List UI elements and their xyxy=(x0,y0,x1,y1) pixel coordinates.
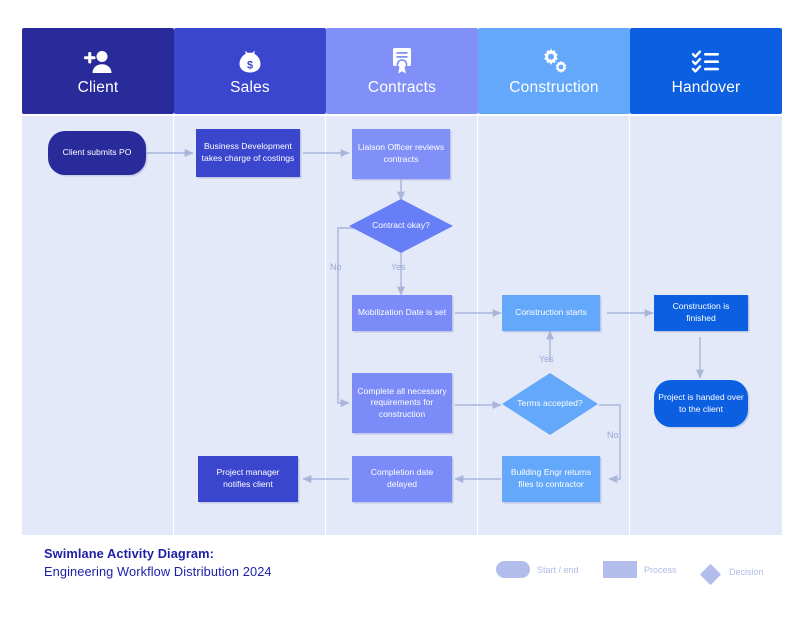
diagram-title: Swimlane Activity Diagram: Engineering W… xyxy=(44,546,272,579)
lane-title-sales: Sales xyxy=(230,79,270,96)
legend-item-start-end: Start / end xyxy=(496,561,579,578)
lane-header-client: Client xyxy=(22,28,174,114)
legend-label-decision: Decision xyxy=(729,567,764,577)
legend-swatch-start-end xyxy=(496,561,530,578)
diamond-shape xyxy=(502,373,598,435)
node-label: Construction is finished xyxy=(672,301,730,323)
lane-title-construction: Construction xyxy=(509,79,599,96)
edge-label-terms-yes: Yes xyxy=(539,354,554,364)
user-add-icon xyxy=(83,45,113,75)
lane-header-contracts: Contracts xyxy=(326,28,478,114)
node-business-development[interactable]: Business Development takes charge of cos… xyxy=(196,129,300,177)
node-project-manager-notifies[interactable]: Project manager notifies client xyxy=(198,456,298,502)
svg-text:$: $ xyxy=(247,60,253,72)
node-building-engr-returns[interactable]: Building Engr returns files to contracto… xyxy=(502,456,600,502)
title-line-1: Swimlane Activity Diagram: xyxy=(44,546,214,561)
lane-divider xyxy=(325,116,326,535)
node-project-handed-over[interactable]: Project is handed over to the client xyxy=(654,380,748,427)
gears-icon xyxy=(539,45,569,75)
node-label: Completion date delayed xyxy=(370,467,434,489)
swimlane-client[interactable]: Client xyxy=(22,28,174,535)
node-terms-accepted[interactable]: Terms accepted? xyxy=(502,373,598,435)
node-label: Building Engr returns files to contracto… xyxy=(510,467,592,489)
node-label: Project is handed over to the client xyxy=(658,391,744,414)
lane-divider xyxy=(477,116,478,535)
node-contract-okay[interactable]: Contract okay? xyxy=(349,199,453,253)
legend-label-process: Process xyxy=(644,564,677,575)
diamond-shape xyxy=(349,199,453,253)
lane-divider xyxy=(629,116,630,535)
checklist-icon xyxy=(691,45,721,75)
node-label: Contract okay? xyxy=(372,220,430,231)
lane-header-construction: Construction xyxy=(478,28,630,114)
edge-label-terms-no: No xyxy=(607,430,619,440)
edge-label-contract-no: No xyxy=(330,262,342,272)
lane-header-sales: $ Sales xyxy=(174,28,326,114)
swimlane-handover[interactable]: Handover xyxy=(630,28,782,535)
legend-label-start-end: Start / end xyxy=(537,564,579,575)
legend-item-process: Process xyxy=(603,561,677,578)
certificate-icon xyxy=(391,45,413,75)
money-bag-icon: $ xyxy=(237,45,263,75)
node-label: Terms accepted? xyxy=(517,398,583,409)
lane-title-client: Client xyxy=(77,79,119,96)
lane-title-handover: Handover xyxy=(671,79,741,96)
lane-title-contracts: Contracts xyxy=(367,79,437,96)
edge-label-contract-yes: Yes xyxy=(391,262,406,272)
node-construction-finished[interactable]: Construction is finished xyxy=(654,295,748,331)
node-label: Client submits PO xyxy=(62,147,132,158)
title-line-2: Engineering Workflow Distribution 2024 xyxy=(44,564,272,579)
node-complete-requirements[interactable]: Complete all necessary requirements for … xyxy=(352,373,452,433)
node-liaison-officer-reviews[interactable]: Liaison Officer reviews contracts xyxy=(352,129,450,179)
node-label: Project manager notifies client xyxy=(216,467,280,489)
node-label: Business Development takes charge of cos… xyxy=(201,141,295,163)
node-label: Liaison Officer reviews contracts xyxy=(357,142,445,164)
node-label: Construction starts xyxy=(515,307,587,318)
node-label: Complete all necessary requirements for … xyxy=(357,385,447,419)
lane-body-client xyxy=(22,116,174,535)
lane-header-handover: Handover xyxy=(630,28,782,114)
legend-item-decision: Decision xyxy=(699,561,764,585)
node-completion-delayed[interactable]: Completion date delayed xyxy=(352,456,452,502)
legend-swatch-process xyxy=(603,561,637,578)
node-label: Mobilization Date is set xyxy=(357,307,447,318)
legend-swatch-decision xyxy=(699,561,722,585)
node-mobilization-date[interactable]: Mobilization Date is set xyxy=(352,295,452,331)
node-construction-starts[interactable]: Construction starts xyxy=(502,295,600,331)
lane-divider xyxy=(173,116,174,535)
node-client-submits-po[interactable]: Client submits PO xyxy=(48,131,146,175)
